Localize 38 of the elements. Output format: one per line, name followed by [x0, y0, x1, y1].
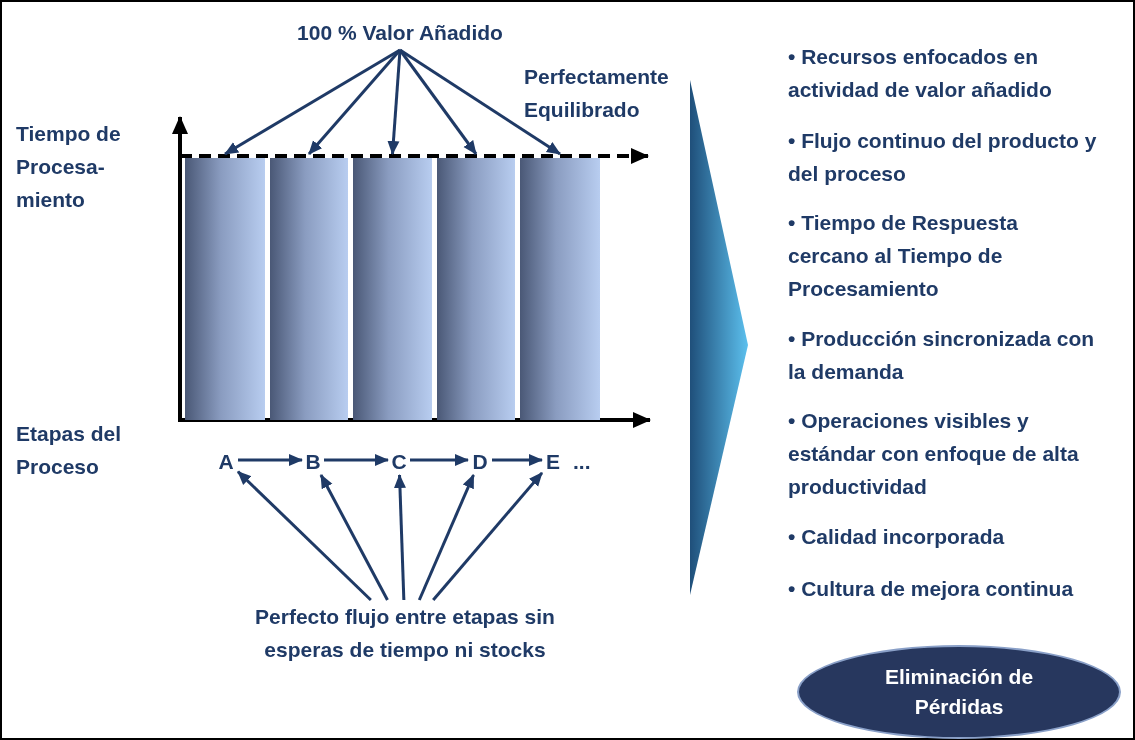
- arrow: [236, 470, 372, 602]
- arrow: [417, 474, 475, 601]
- axis-label: Etapas del Proceso: [16, 421, 123, 480]
- node-text: D: [468, 445, 492, 475]
- arrow: [432, 471, 544, 601]
- node-text: B: [302, 445, 324, 475]
- arrow: [319, 474, 389, 601]
- arrow: [492, 454, 543, 466]
- arrow: [410, 454, 469, 466]
- arrow: [224, 48, 401, 156]
- arrow: [238, 454, 303, 466]
- bar: [520, 158, 600, 420]
- arrow: [399, 48, 561, 156]
- node-text: A: [214, 445, 238, 475]
- arrow: [393, 474, 406, 601]
- badge-text: Eliminación de Pérdidas: [884, 664, 1034, 720]
- node-text: E: [542, 445, 564, 475]
- arrow: [398, 49, 478, 155]
- bullet-item: • Operaciones visibles y estándar con enfoque de alta productividad: [788, 408, 1080, 500]
- bar: [437, 158, 515, 420]
- axis-label: Tiempo de Procesa- miento: [16, 121, 122, 213]
- arrow: [324, 454, 389, 466]
- bar: [353, 158, 432, 420]
- arrow: [387, 49, 402, 155]
- bullet-item: • Tiempo de Respuesta cercano al Tiempo de Procesamiento: [788, 210, 1019, 302]
- node-text: Perfecto flujo entre etapas sin esperas de tiempo ni stocks: [215, 600, 595, 666]
- bullet-item: • Recursos enfocados en actividad de valor añadido: [788, 44, 1053, 103]
- ellipsis-text: ...: [573, 449, 592, 475]
- bar: [270, 158, 348, 420]
- arrow: [307, 49, 402, 155]
- node-text: 100 % Valor Añadido: [265, 16, 535, 50]
- bullet-item: • Cultura de mejora continua: [788, 576, 1075, 602]
- node-text: C: [388, 445, 410, 475]
- bullet-item: • Flujo continuo del producto y del proceso: [788, 128, 1098, 187]
- annotation-text: Perfectamente Equilibrado: [524, 64, 670, 123]
- bullet-item: • Producción sincronizada con la demanda: [788, 326, 1096, 385]
- bar: [185, 158, 265, 420]
- bullet-item: • Calidad incorporada: [788, 524, 1006, 550]
